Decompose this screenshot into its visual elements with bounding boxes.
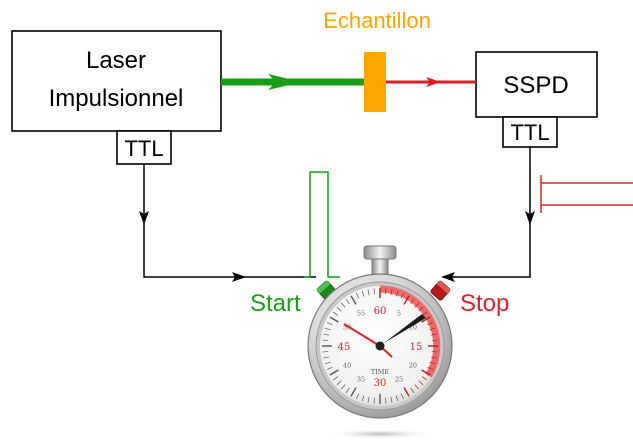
stopwatch-dial-number: 55 xyxy=(357,310,365,318)
start-signal-line xyxy=(144,164,316,277)
laser-label-line2: Impulsionnel xyxy=(49,85,184,112)
stopwatch-dial-number: 15 xyxy=(410,342,423,353)
stopwatch-dial-number: 20 xyxy=(409,362,417,370)
stop-pulse xyxy=(541,183,633,205)
stopwatch-dial-number: 35 xyxy=(357,375,365,383)
sspd-ttl-box: TTL xyxy=(503,117,557,147)
laser-ttl-label: TTL xyxy=(124,136,163,161)
laser-box: Laser Impulsionnel xyxy=(12,31,221,131)
sspd-label: SSPD xyxy=(503,72,568,99)
stop-label: Stop xyxy=(460,290,509,317)
stopwatch-dial-number: 60 xyxy=(374,306,387,317)
stopwatch-shadow xyxy=(324,429,436,439)
stopwatch-dial-number: 25 xyxy=(395,375,403,383)
sample xyxy=(364,52,386,112)
stopwatch-dial-number: 30 xyxy=(374,378,387,389)
start-label: Start xyxy=(250,290,301,317)
stopwatch-crown xyxy=(364,246,396,259)
sspd-box: SSPD xyxy=(476,52,597,117)
stopwatch-dial-number: 45 xyxy=(338,342,351,353)
sample-label: Echantillon xyxy=(323,8,431,33)
laser-beam xyxy=(221,74,364,90)
detector-beam xyxy=(386,77,476,87)
laser-label-line1: Laser xyxy=(86,47,146,74)
stopwatch-face-text: TIME xyxy=(371,368,390,376)
stop-signal-line xyxy=(443,147,530,277)
start-pulse xyxy=(304,172,340,277)
laser-ttl-box: TTL xyxy=(117,131,171,164)
sspd-ttl-label: TTL xyxy=(510,120,549,145)
stopwatch-dial-number: 5 xyxy=(397,310,401,318)
stopwatch-dial-number: 40 xyxy=(343,362,351,370)
stopwatch-hub xyxy=(376,342,385,351)
